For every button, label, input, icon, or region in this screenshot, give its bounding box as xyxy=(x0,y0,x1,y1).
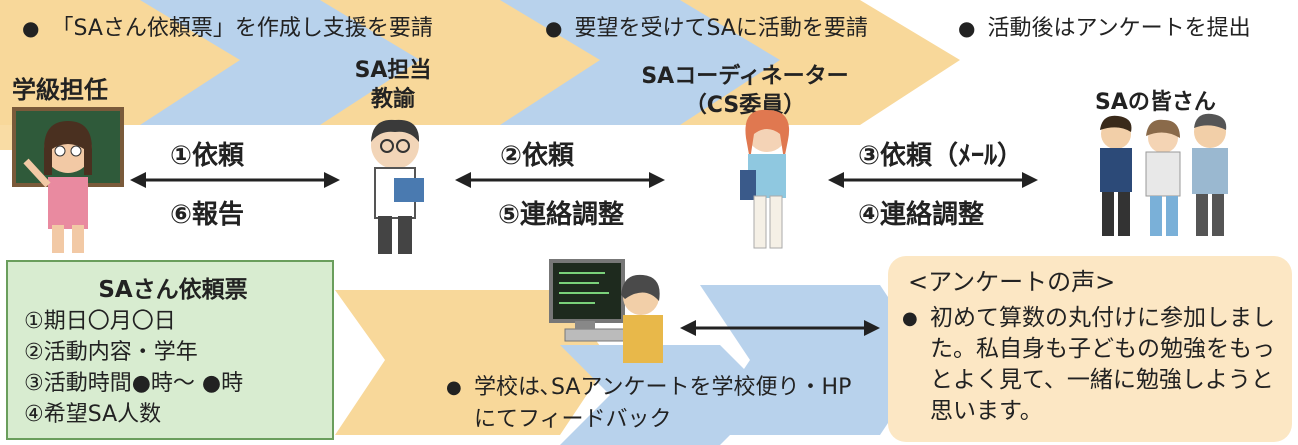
link1-double-arrow xyxy=(130,172,340,188)
coordinator-illustration xyxy=(740,109,790,249)
link1-report-label: ⑥報告 xyxy=(170,200,245,230)
role-sa-staff-line2: 教諭 xyxy=(370,87,415,112)
role-sa-members: SAの皆さん xyxy=(1095,90,1216,115)
link3-double-arrow xyxy=(828,172,1038,188)
survey-title: <アンケートの声> xyxy=(908,268,1116,296)
role-sa-staff-line1: SA担当 xyxy=(354,58,432,83)
link3-request-label: ③依頼（ﾒｰﾙ） xyxy=(858,141,1024,171)
feedback-double-arrow xyxy=(680,320,880,336)
request-form-item: ③活動時間●時～ ●時 xyxy=(24,371,244,396)
role-teacher: 学級担任 xyxy=(12,76,108,104)
sa-members-illustration xyxy=(1100,113,1228,236)
link2-double-arrow xyxy=(455,172,665,188)
link2-coordination-label: ⑤連絡調整 xyxy=(498,200,625,230)
link2-request-label: ②依頼 xyxy=(500,141,575,171)
sa-staff-illustration xyxy=(371,119,424,254)
role-sa-staff: SA担当 教諭 xyxy=(338,56,448,114)
request-form-item: ②活動内容・学年 xyxy=(24,340,198,365)
role-coordinator: SAコーディネーター （CS委員） xyxy=(630,62,860,120)
survey-comment: 初めて算数の丸付けに参加しました。私自身も子どもの勉強をもっとよく見て、一緒に勉… xyxy=(902,303,1278,427)
link3-coordination-label: ④連絡調整 xyxy=(858,200,985,230)
request-form-box: SAさん依頼票 ①期日〇月〇日 ②活動内容・学年 ③活動時間●時～ ●時 ④希望… xyxy=(6,260,334,440)
bullet-request-activity: 要望を受けてSAに活動を要請 xyxy=(545,10,867,42)
role-coordinator-line2: （CS委員） xyxy=(684,93,806,118)
request-form-title: SAさん依頼票 xyxy=(98,277,248,303)
role-coordinator-line1: SAコーディネーター xyxy=(641,64,849,89)
survey-voice-box: <アンケートの声> 初めて算数の丸付けに参加しました。私自身も子どもの勉強をもっ… xyxy=(888,256,1292,442)
request-form-item: ④希望SA人数 xyxy=(24,402,162,427)
request-form-item: ①期日〇月〇日 xyxy=(24,309,176,334)
feedback-text: 学校は､SAアンケートを学校便り・HPにてフィードバック xyxy=(446,372,866,436)
bullet-submit-survey: 活動後はアンケートを提出 xyxy=(958,10,1250,42)
bullet-create-request: 「SAさん依頼票」を作成し支援を要請 xyxy=(22,10,432,42)
link1-request-label: ①依頼 xyxy=(170,141,245,171)
teacher-illustration xyxy=(12,107,124,253)
computer-user-illustration xyxy=(549,259,663,363)
